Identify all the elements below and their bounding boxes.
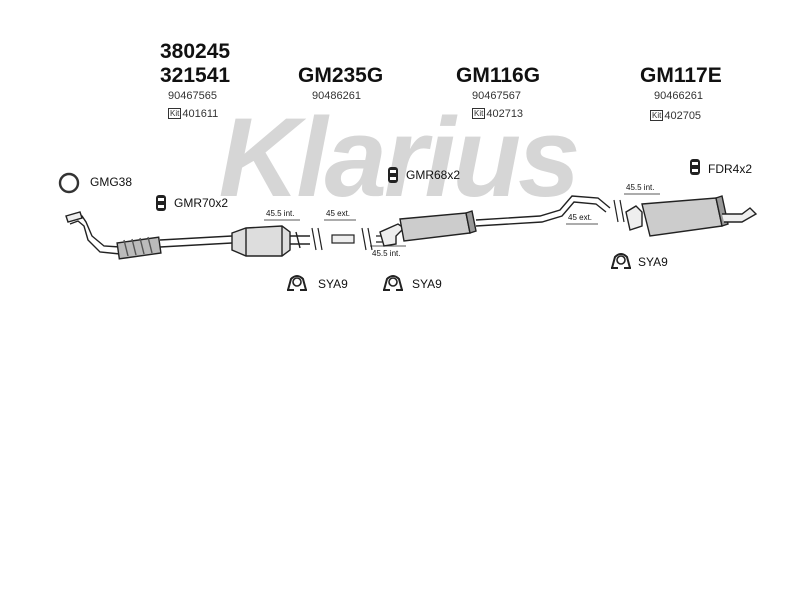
fitting-label: GMG38 [90,175,133,189]
fitting-label: SYA9 [412,277,442,291]
rear-silencer [625,195,758,237]
oem-number: 90467567 [472,90,521,102]
fitting-label: GMR68x2 [406,168,461,182]
kit-number: 401611 [182,108,219,120]
part-code: GM235G [298,64,384,87]
watermark-logo: Klarius [219,95,578,220]
kit-icon: Kit [650,110,664,121]
clamp-icon [611,253,631,269]
fitting-label: GMR70x2 [174,196,229,210]
gasket-ring-icon [58,172,80,194]
rear-joint-marks [613,199,625,223]
joint-marks [311,227,386,251]
kit-number: 402713 [486,108,524,120]
oem-number: 90467565 [168,90,217,102]
dimension-leaders [264,193,660,247]
kit-icon: Kit [472,108,486,119]
dimension-label: 45.5 int. [266,209,295,218]
rubber-mount-icon [156,195,166,211]
dimension-label: 45.5 int. [372,249,401,258]
kit-number: 402705 [664,110,702,122]
fitting-label: FDR4x2 [708,162,753,176]
rubber-mount-icon [388,167,398,183]
dimension-label: 45 ext. [568,213,593,222]
part-code: GM116G [456,64,541,87]
dimension-label: 45.5 int. [626,183,655,192]
rubber-mount-icon [690,159,700,175]
oem-number: 90466261 [654,90,703,102]
fitting-label: SYA9 [318,277,348,291]
dimension-label: 45 ext. [326,209,351,218]
oem-number: 90486261 [312,90,361,102]
part-code: 321541 [160,64,231,87]
fitting-label: SYA9 [638,255,668,269]
front-pipe [65,211,233,260]
kit-icon: Kit [168,108,182,119]
part-code: GM117E [640,64,722,87]
clamp-icon [383,275,403,291]
catalytic-converter [231,225,310,257]
part-code: 380245 [160,40,231,63]
centre-silencer [379,195,611,247]
clamp-icon [287,275,307,291]
